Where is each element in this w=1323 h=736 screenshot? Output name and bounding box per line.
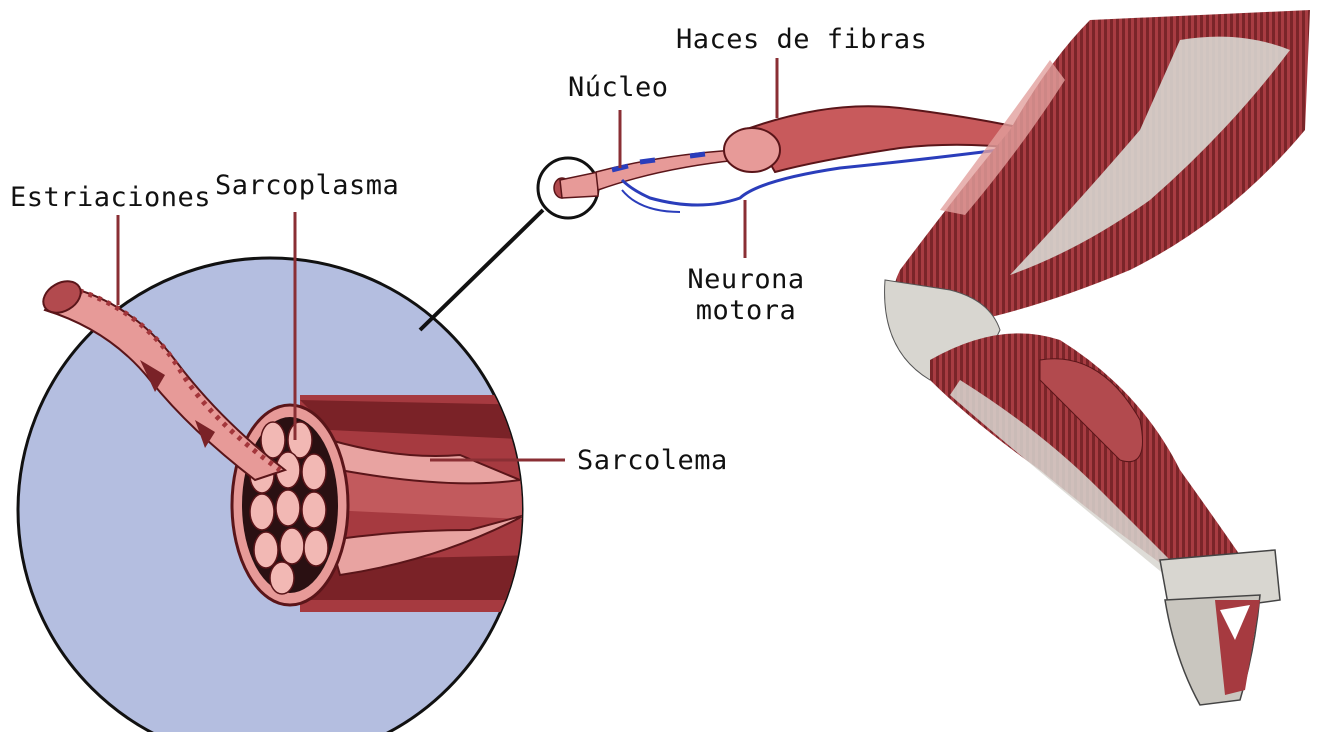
magnified-view <box>18 258 540 732</box>
label-neurona-motora: Neurona motora <box>676 264 816 326</box>
label-neurona-line2: motora <box>676 295 816 326</box>
label-neurona-line1: Neurona <box>676 264 816 295</box>
muscle-fiber <box>596 150 738 190</box>
label-estriaciones: Estriaciones <box>10 184 211 211</box>
small-zoom-circle <box>538 158 598 218</box>
label-sarcoplasma: Sarcoplasma <box>215 172 399 199</box>
label-haces-de-fibras: Haces de fibras <box>676 26 927 53</box>
label-nucleo: Núcleo <box>568 74 669 101</box>
label-sarcolema: Sarcolema <box>577 447 728 474</box>
zoom-connector-line <box>420 210 543 330</box>
